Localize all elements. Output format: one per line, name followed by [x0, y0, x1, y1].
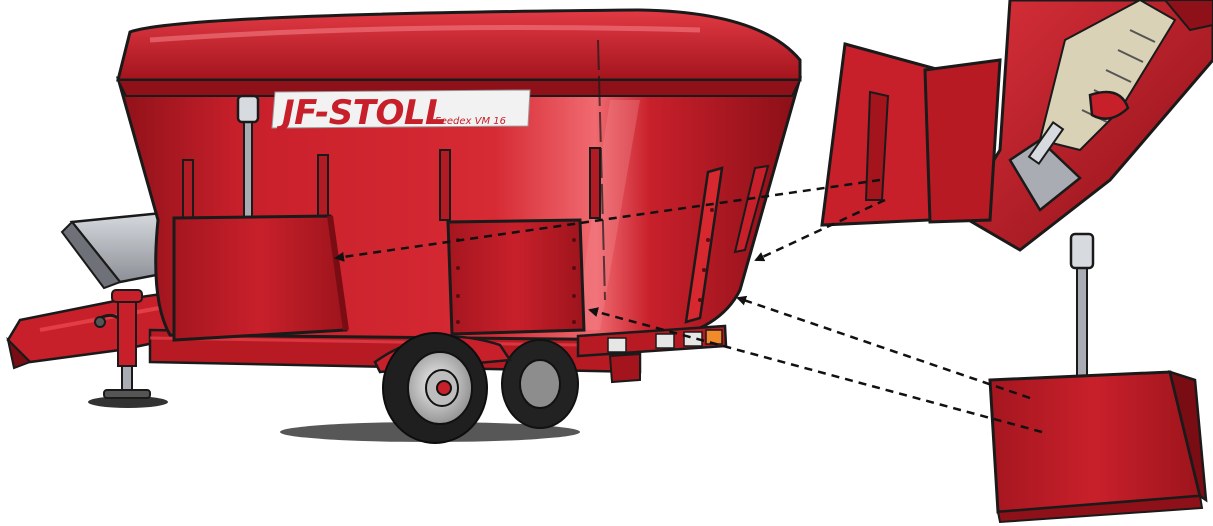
brand-model: Feedex VM 16 — [435, 116, 506, 127]
side-door-left — [174, 216, 346, 340]
brand-name: JF-STOLL — [276, 93, 446, 133]
side-door-middle — [448, 220, 584, 334]
front-wheel — [383, 333, 487, 443]
brand-decal: JF-STOLL Feedex VM 16 — [272, 90, 530, 133]
arrow-chute-to-rail — [756, 200, 885, 260]
arrow-door-to-middle-door — [590, 310, 1042, 432]
arrow-door-to-tub-side — [738, 298, 1030, 398]
rear-light-bar — [578, 326, 726, 382]
chute-detail — [822, 0, 1213, 250]
rear-wheel — [502, 340, 578, 428]
side-door-detail — [990, 234, 1206, 522]
